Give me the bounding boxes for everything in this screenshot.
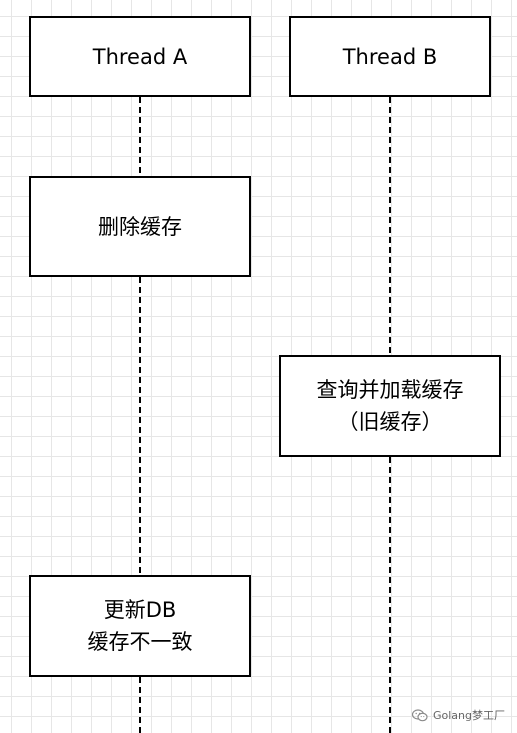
step-update-db-line2: 缓存不一致: [87, 630, 193, 654]
step-query-load-line2: （旧缓存）: [337, 410, 443, 434]
thread-b-label: Thread B: [342, 44, 438, 69]
step-query-load-line1: 查询并加载缓存: [316, 378, 464, 402]
step-delete-cache[interactable]: 删除缓存: [29, 176, 251, 277]
step-update-db[interactable]: 更新DB 缓存不一致: [29, 575, 251, 677]
thread-a-header[interactable]: Thread A: [29, 16, 251, 97]
wechat-icon: [411, 708, 428, 722]
thread-b-header[interactable]: Thread B: [289, 16, 491, 97]
thread-a-label: Thread A: [92, 44, 188, 69]
lifeline-thread-a: [139, 97, 141, 733]
step-query-load-cache[interactable]: 查询并加载缓存 （旧缓存）: [279, 355, 501, 457]
watermark: Golang梦工厂: [411, 707, 505, 723]
watermark-text: Golang梦工厂: [432, 709, 505, 722]
step-update-db-line1: 更新DB: [103, 598, 177, 622]
step-delete-cache-label: 删除缓存: [98, 214, 182, 239]
